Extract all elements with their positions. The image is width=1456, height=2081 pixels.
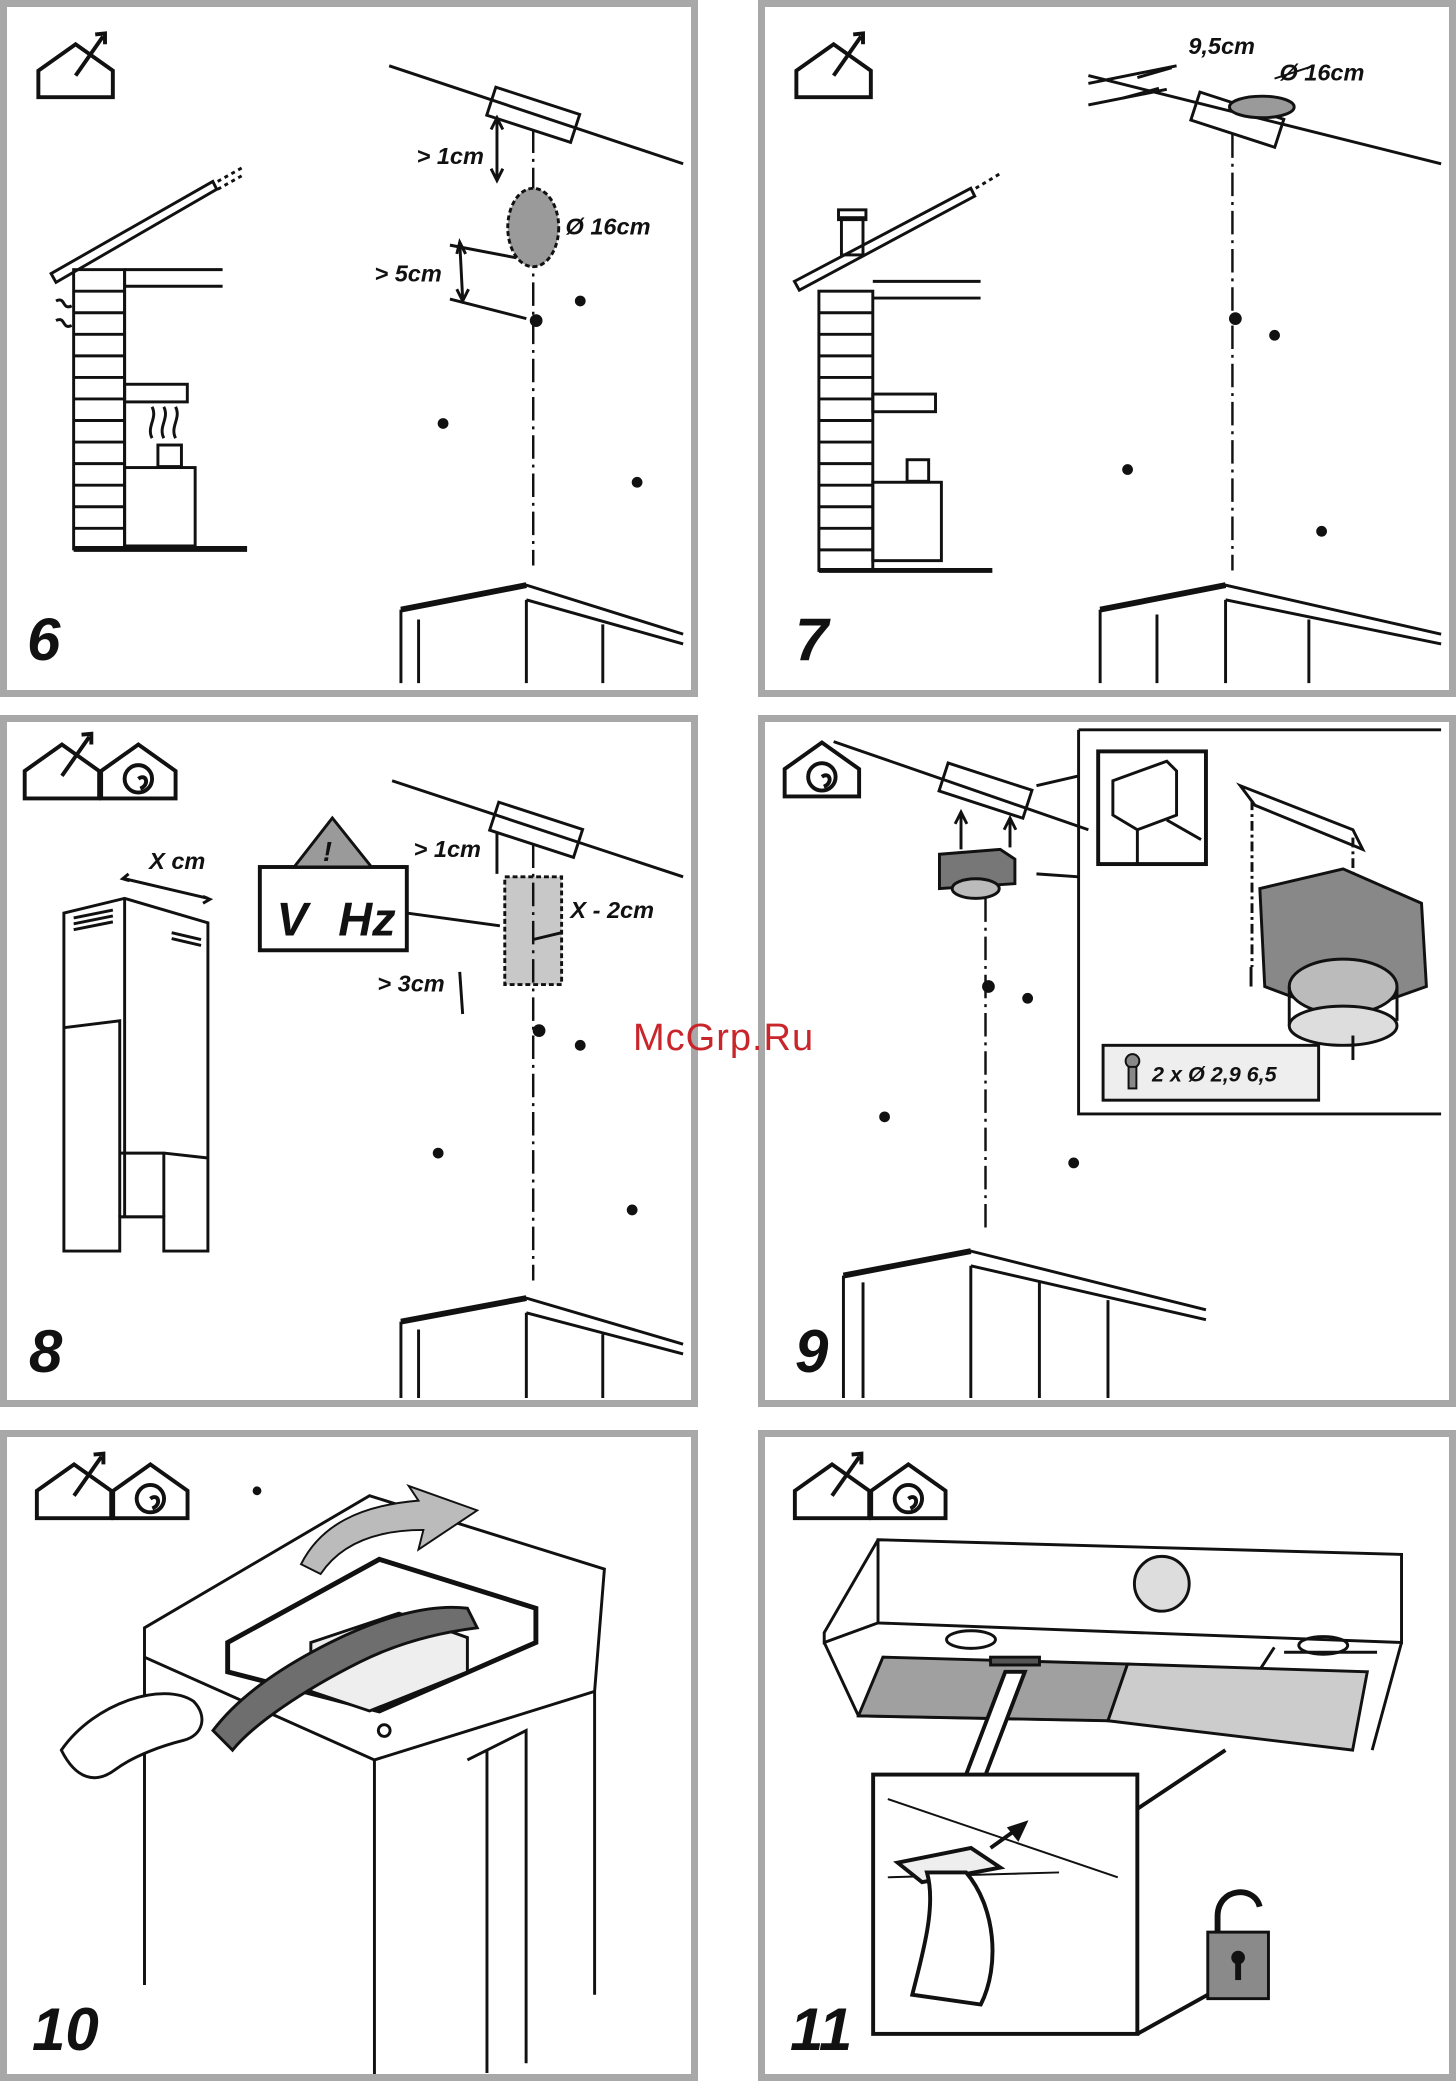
ducted-mode-icon <box>25 734 99 799</box>
panel-step-10: 10 <box>0 1430 698 2081</box>
panel-step-9: 2 x Ø 2,9 6,5 9 <box>758 715 1456 1407</box>
chimney-drawing <box>64 874 210 1251</box>
warning-mark: ! <box>323 836 332 867</box>
unlock-icon <box>1208 1892 1269 1998</box>
step-number: 11 <box>790 2000 852 2060</box>
ducted-mode-icon <box>37 1454 111 1519</box>
hood-underside-drawing <box>824 1540 1401 1750</box>
zone-width-label: X - 2cm <box>568 897 654 923</box>
protective-film <box>213 1486 477 1750</box>
recirculation-mode-icon <box>785 743 859 797</box>
gap-bottom-label: > 5cm <box>374 260 441 286</box>
step-number: 9 <box>795 1322 828 1382</box>
step-10-drawing <box>7 1437 691 2074</box>
recirculation-mode-icon <box>871 1464 945 1518</box>
panel-step-6: > 1cm Ø 16cm > 5cm 6 <box>0 0 698 697</box>
step-7-drawing: 9,5cm Ø 16cm <box>765 7 1449 690</box>
diameter-label: Ø 16cm <box>566 213 651 239</box>
frequency-label: Hz <box>338 893 396 946</box>
panel-step-8: X cm ! V Hz > 1cm X - 2cm > 3cm 8 <box>0 715 698 1407</box>
step-number: 6 <box>27 610 60 670</box>
width-label: X cm <box>147 848 205 874</box>
ducted-mode-icon <box>796 33 870 97</box>
step-number: 8 <box>29 1322 62 1382</box>
house-section <box>51 168 247 549</box>
step-number: 7 <box>795 610 828 670</box>
step-9-drawing: 2 x Ø 2,9 6,5 <box>765 722 1449 1400</box>
voltage-label: V <box>276 893 311 946</box>
recirculation-mode-icon <box>101 745 175 799</box>
gap-bottom-label: > 3cm <box>377 970 444 996</box>
panel-step-11: 11 <box>758 1430 1456 2081</box>
ducted-mode-icon <box>795 1454 869 1519</box>
house-section <box>794 174 1000 571</box>
gap-top-label: > 1cm <box>417 143 484 169</box>
offset-label: 9,5cm <box>1188 33 1255 59</box>
watermark: McGrp.Ru <box>633 1017 814 1060</box>
gap-top-label: > 1cm <box>414 836 481 862</box>
wall-diagram <box>392 781 683 1398</box>
panel-step-7: 9,5cm Ø 16cm 7 <box>758 0 1456 697</box>
step-11-drawing <box>765 1437 1449 2074</box>
step-8-drawing: X cm ! V Hz > 1cm X - 2cm > 3cm <box>7 722 691 1400</box>
hood-box-drawing <box>144 1488 604 2074</box>
diameter-label: Ø 16cm <box>1279 59 1364 85</box>
step-number: 10 <box>32 2000 99 2060</box>
recirculation-mode-icon <box>113 1464 187 1518</box>
screw-spec-label: 2 x Ø 2,9 6,5 <box>1151 1062 1278 1087</box>
wall-diagram <box>1088 66 1441 683</box>
hand-drawing <box>61 1694 202 1778</box>
ducted-mode-icon <box>38 33 112 97</box>
step-6-drawing: > 1cm Ø 16cm > 5cm <box>7 7 691 690</box>
